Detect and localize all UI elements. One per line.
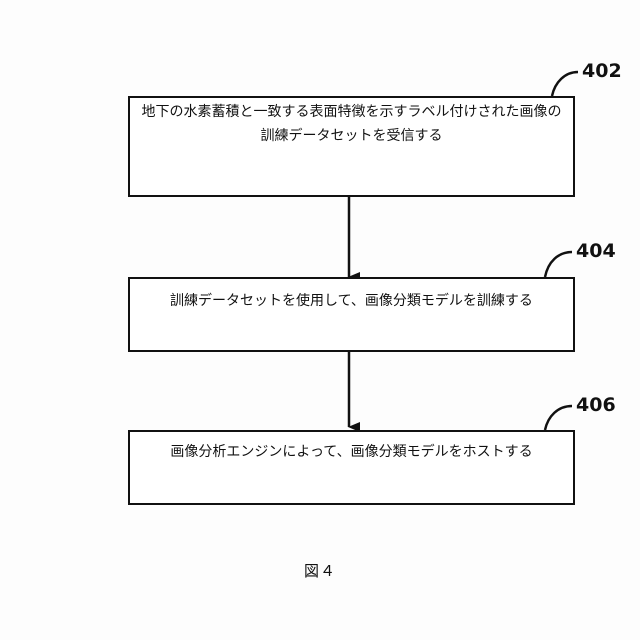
step-box-404: 訓練データセットを使用して、画像分類モデルを訓練する — [128, 277, 575, 352]
step-text-406: 画像分析エンジンによって、画像分類モデルをホストする — [136, 440, 567, 464]
ref-numeral-406: 406 — [576, 394, 616, 416]
step-text-404: 訓練データセットを使用して、画像分類モデルを訓練する — [136, 289, 567, 313]
ref-numeral-402: 402 — [582, 60, 622, 82]
leader-line-404 — [545, 252, 572, 277]
leader-line-402 — [552, 72, 578, 96]
leader-line-406 — [545, 406, 572, 430]
step-text-402: 地下の水素蓄積と一致する表面特徴を示すラベル付けされた画像の訓練データセットを受… — [136, 100, 567, 148]
step-box-402: 地下の水素蓄積と一致する表面特徴を示すラベル付けされた画像の訓練データセットを受… — [128, 96, 575, 197]
ref-numeral-404: 404 — [576, 240, 616, 262]
step-box-406: 画像分析エンジンによって、画像分類モデルをホストする — [128, 430, 575, 505]
figure-label: 図４ — [0, 560, 640, 581]
